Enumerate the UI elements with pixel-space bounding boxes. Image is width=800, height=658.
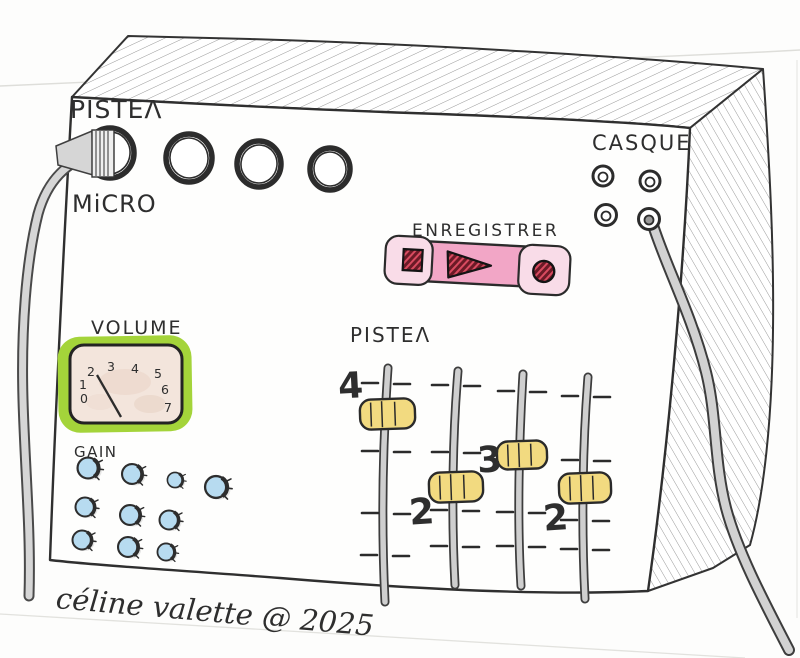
record-circle-icon	[532, 259, 556, 284]
enregistrer-label: ENREGISTRER	[412, 221, 559, 241]
gain-label: GAIN	[74, 443, 118, 461]
track-1-number: 4	[337, 365, 364, 407]
input-knob-4[interactable]	[307, 145, 353, 193]
pistes-input-label: PISTEΛ	[70, 95, 163, 124]
fader-track-1	[359, 363, 412, 607]
headphone-cable	[646, 216, 795, 656]
svg-text:1: 1	[79, 377, 87, 392]
fader-ticks-4	[559, 394, 612, 552]
fader-handle-3[interactable]	[495, 439, 549, 471]
track-2-number: 2	[408, 491, 436, 534]
stop-button[interactable]	[401, 247, 424, 273]
record-button[interactable]	[532, 259, 556, 284]
svg-text:2: 2	[87, 364, 95, 379]
record-bar	[383, 234, 572, 297]
vu-meter: 0 1 2 3 4 5 6 7	[57, 335, 193, 433]
input-knob-3[interactable]	[234, 138, 284, 190]
headphone-jack-4[interactable]	[637, 207, 661, 231]
fader-handle-2[interactable]	[427, 470, 485, 504]
track-4-number: 2	[542, 497, 570, 540]
headphone-jack-1[interactable]	[591, 164, 615, 188]
svg-text:4: 4	[131, 361, 139, 376]
volume-label: VOLUME	[91, 317, 183, 339]
svg-text:7: 7	[164, 400, 172, 415]
play-button[interactable]	[446, 250, 493, 279]
micro-label: MiCRO	[72, 190, 157, 218]
pistes-faders-label: PISTEΛ	[350, 323, 431, 347]
mic-plug[interactable]	[55, 129, 115, 178]
vu-scale: 0 1 2 3 4 5 6 7	[79, 359, 172, 415]
input-knob-2[interactable]	[163, 131, 215, 185]
plug-ridges	[95, 131, 109, 176]
vu-needle	[96, 374, 122, 418]
track-3-number: 3	[476, 439, 503, 481]
fader-ticks-1	[359, 381, 412, 558]
casque-label: CASQUE	[592, 131, 692, 155]
mic-cable	[17, 147, 102, 602]
fader-handle-1[interactable]	[358, 397, 417, 431]
fader-handle-4[interactable]	[557, 471, 613, 505]
stop-square-icon	[401, 247, 424, 273]
svg-text:5: 5	[154, 366, 162, 381]
fader-ticks-2	[429, 383, 482, 549]
svg-text:0: 0	[80, 391, 88, 406]
headphone-jack-3[interactable]	[594, 203, 618, 227]
play-triangle-icon	[446, 250, 493, 279]
svg-text:3: 3	[107, 359, 115, 374]
headphone-jack-2[interactable]	[638, 169, 662, 193]
svg-text:6: 6	[161, 382, 169, 397]
